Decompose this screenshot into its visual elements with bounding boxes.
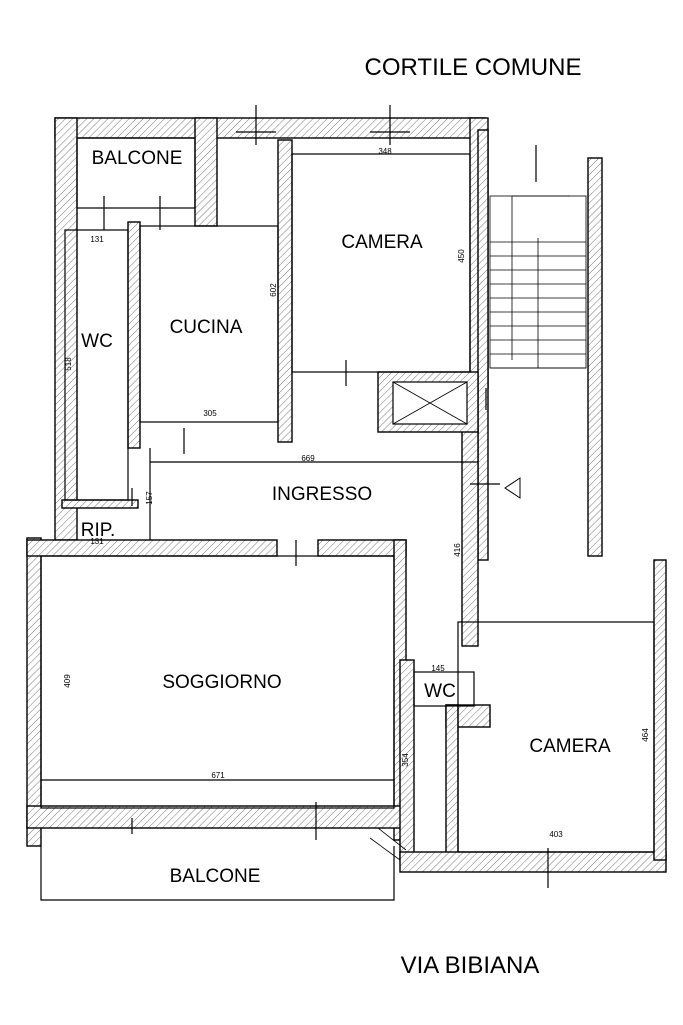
wall-left-lower <box>26 537 42 847</box>
room-cucina: CUCINA <box>170 317 243 338</box>
room-wc-small: WC <box>424 681 456 702</box>
dim-157: 157 <box>145 491 154 505</box>
dim-671: 671 <box>211 771 225 780</box>
room-wc-left: WC <box>81 331 113 352</box>
dim-354: 354 <box>401 753 410 767</box>
dim-348: 348 <box>378 147 392 156</box>
wall-camera-bottom-right <box>653 559 667 861</box>
room-balcone-bottom: BALCONE <box>170 866 261 887</box>
wall-cucina-camera <box>277 139 293 443</box>
stairs <box>489 195 587 369</box>
wall-camera-left-v <box>445 704 459 856</box>
room-soggiorno: SOGGIORNO <box>162 672 281 693</box>
room-balcone-top: BALCONE <box>92 148 183 169</box>
cortile-label: CORTILE COMUNE <box>365 54 582 81</box>
wall-balcone-top-right <box>194 117 218 227</box>
wall-soggiorno-bottom <box>26 805 408 829</box>
room-camera-top: CAMERA <box>341 232 423 253</box>
dim-602: 602 <box>269 283 278 297</box>
wall-soggiorno-top-right <box>317 539 407 557</box>
dim-416: 416 <box>453 543 462 557</box>
wall-camera-bottom <box>399 851 667 873</box>
dim-131b: 131 <box>90 537 104 546</box>
wall-stair-right <box>587 157 603 557</box>
wall-rip-top <box>61 499 139 509</box>
dim-518: 518 <box>64 357 73 371</box>
wall-stair-left <box>477 129 489 561</box>
room-ingresso: INGRESSO <box>272 484 372 505</box>
dim-131a: 131 <box>90 235 104 244</box>
dim-464: 464 <box>641 728 650 742</box>
dim-305: 305 <box>203 409 217 418</box>
room-rip: RIP. <box>81 520 116 541</box>
dim-409: 409 <box>63 674 72 688</box>
openings <box>103 105 549 888</box>
dim-403: 403 <box>549 830 563 839</box>
entry-arrow-icon <box>504 477 521 499</box>
wall-left-upper <box>54 117 78 541</box>
balcone-bottom-outline <box>40 827 407 901</box>
dim-450: 450 <box>457 249 466 263</box>
room-lines <box>40 137 655 853</box>
dim-669: 669 <box>301 454 315 463</box>
dim-145: 145 <box>431 664 445 673</box>
wall-wc-cucina <box>127 221 141 449</box>
via-label: VIA BIBIANA <box>401 952 540 979</box>
walls <box>26 117 667 873</box>
wall-top <box>54 117 486 139</box>
room-camera-bottom: CAMERA <box>529 736 611 757</box>
wall-soggiorno-top-left <box>26 539 278 557</box>
